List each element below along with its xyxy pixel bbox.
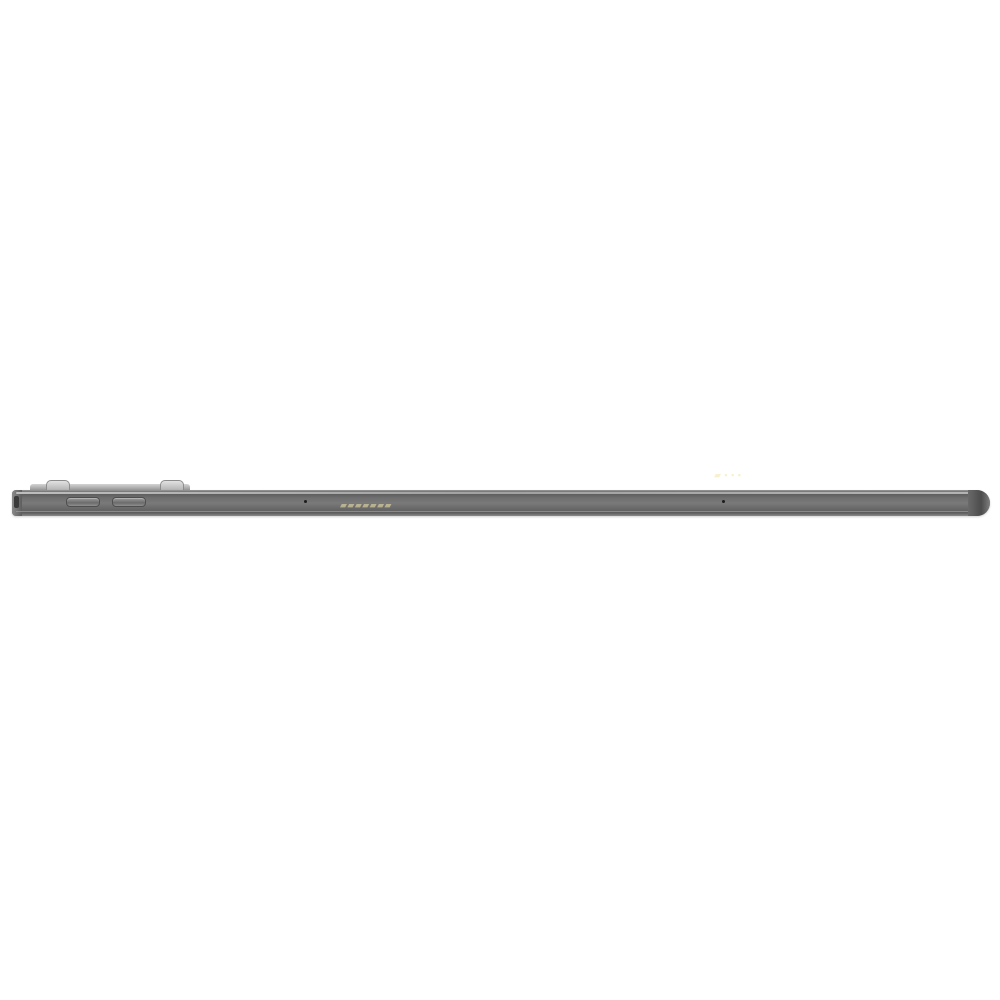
microphone-hole-icon xyxy=(722,500,725,503)
watermark: ▰▰▰▰▰▰▰ xyxy=(340,500,392,510)
frame-lower-line xyxy=(16,511,976,512)
tablet-right-edge xyxy=(968,490,990,516)
volume-down-button-icon xyxy=(112,497,146,507)
volume-up-button-icon xyxy=(66,497,100,507)
microphone-hole-icon xyxy=(304,500,307,503)
camera-lens-icon xyxy=(160,480,184,491)
frame-highlight xyxy=(16,492,976,494)
side-port-icon xyxy=(14,496,19,508)
camera-bump-icon xyxy=(30,484,190,492)
camera-lens-icon xyxy=(46,480,70,491)
watermark: ▰ ▪ ▪ ▪ xyxy=(714,470,742,480)
tablet-side-profile xyxy=(12,490,990,516)
